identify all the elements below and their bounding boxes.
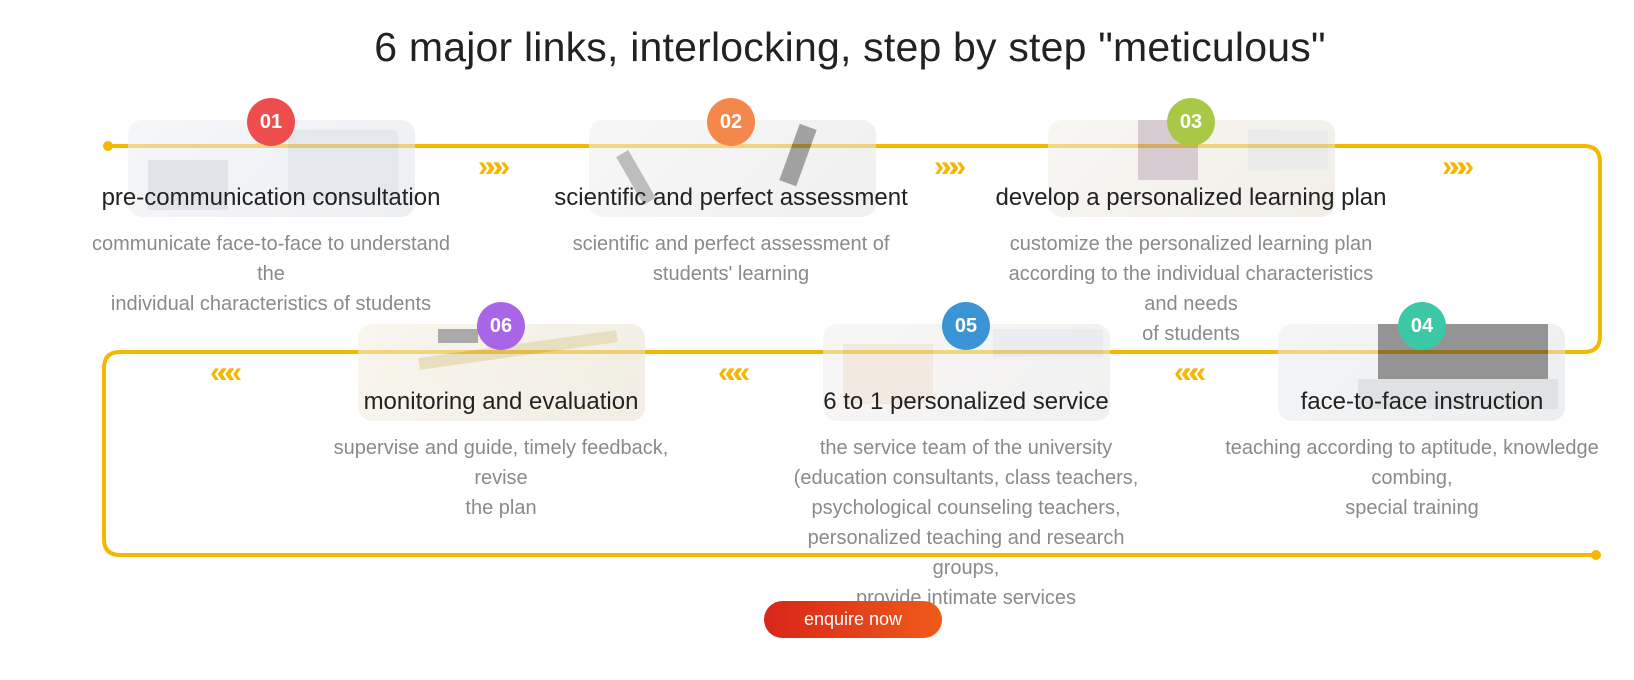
step-03-title: develop a personalized learning plan: [995, 184, 1387, 211]
step-06-badge: 06: [477, 302, 525, 350]
step-06-description: supervise and guide, timely feedback,rev…: [333, 437, 669, 519]
step-03-description: customize the personalized learning plan…: [1008, 233, 1374, 345]
step-04-description: teaching according to aptitude, knowledg…: [1225, 437, 1599, 519]
step-01-title: pre-communication consultation: [101, 184, 441, 211]
track-end-dot: [1591, 550, 1601, 560]
track-start-dot: [103, 141, 113, 151]
step-04-title: face-to-face instruction: [1300, 388, 1544, 415]
page-title: 6 major links, interlocking, step by ste…: [374, 24, 1326, 70]
step-05-description: the service team of the university(educa…: [793, 437, 1139, 609]
chevron-right-icon: »»»: [934, 150, 966, 183]
step-03-badge: 03: [1167, 98, 1215, 146]
step-04-badge: 04: [1398, 302, 1446, 350]
chevron-left-icon: «««: [1174, 356, 1206, 389]
step-05-title: 6 to 1 personalized service: [823, 388, 1109, 415]
step-05-badge: 05: [942, 302, 990, 350]
step-01-badge: 01: [247, 98, 295, 146]
chevron-right-icon: »»»: [1442, 150, 1474, 183]
chevron-right-icon: »»»: [478, 150, 510, 183]
step-02-title: scientific and perfect assessment: [554, 184, 908, 211]
step-06-title: monitoring and evaluation: [363, 388, 639, 415]
chevron-left-icon: «««: [210, 356, 242, 389]
step-02-badge: 02: [707, 98, 755, 146]
enquire-now-button[interactable]: enquire now: [764, 601, 942, 638]
chevron-left-icon: «««: [718, 356, 750, 389]
step-05-image: [823, 324, 1110, 421]
